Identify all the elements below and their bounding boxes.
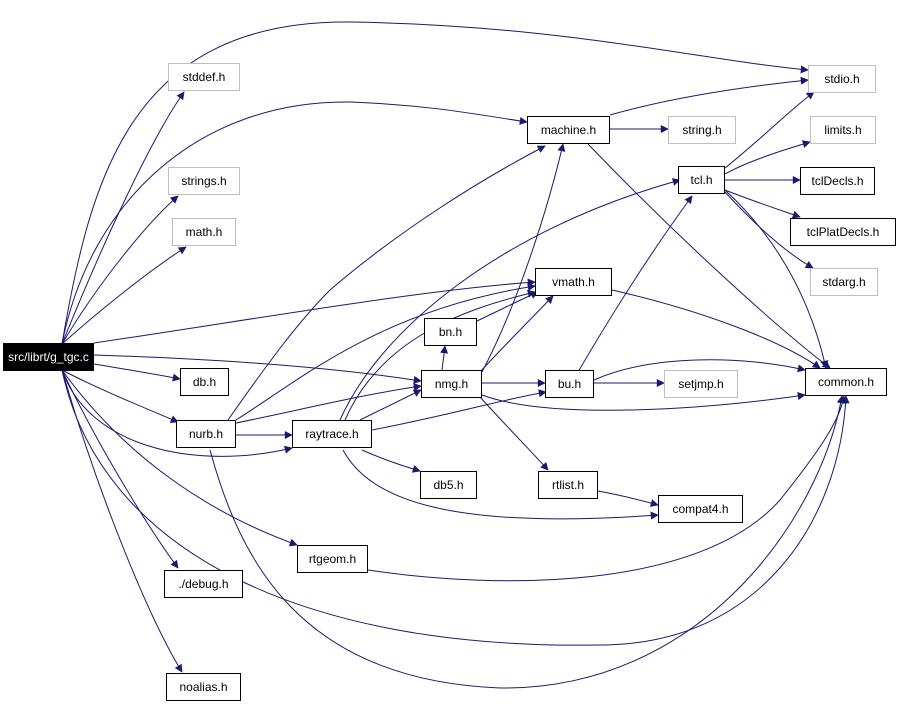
- edge-nurb-machine: [227, 145, 546, 421]
- edge-raytrace-db5: [361, 449, 421, 473]
- edge-root-nurb: [61, 369, 179, 423]
- node-tclPlatDecls[interactable]: tclPlatDecls.h: [790, 218, 896, 246]
- node-rtlist[interactable]: rtlist.h: [538, 471, 598, 499]
- edge-root-rtgeom: [61, 369, 298, 547]
- edge-root-strings: [61, 195, 179, 345]
- edge-bu-common: [593, 359, 806, 381]
- edge-tcl-tclPlatDecls: [724, 189, 801, 219]
- edge-raytrace-compat4: [342, 449, 659, 520]
- edge-nmg-machine: [481, 143, 566, 373]
- edge-nurb-nmg: [235, 383, 422, 424]
- edge-vmath-common: [611, 289, 821, 369]
- node-strings: strings.h: [168, 167, 240, 195]
- node-bn[interactable]: bn.h: [424, 318, 477, 346]
- node-stdio: stdio.h: [808, 65, 876, 93]
- edge-nmg-rtlist: [479, 396, 549, 471]
- edge-tcl-common: [724, 189, 829, 369]
- node-debug[interactable]: ./debug.h: [164, 570, 243, 598]
- edge-tcl-limits: [724, 140, 811, 175]
- edge-machine-common: [587, 143, 831, 369]
- node-setjmp: setjmp.h: [664, 370, 738, 398]
- edge-root-nmg: [93, 354, 422, 384]
- edge-nmg-vmath: [479, 295, 554, 373]
- edge-nurb-common: [209, 395, 845, 689]
- edge-root-math: [61, 246, 187, 345]
- edge-raytrace-vmath: [344, 289, 536, 421]
- node-stddef: stddef.h: [168, 63, 240, 91]
- node-db5[interactable]: db5.h: [420, 471, 477, 499]
- edge-root-db: [93, 363, 181, 382]
- edge-root-noalias: [61, 369, 183, 673]
- node-string: string.h: [668, 116, 736, 144]
- edge-tcl-stdarg: [724, 191, 814, 269]
- edge-raytrace-nmg: [359, 389, 422, 421]
- edge-nmg-bn: [440, 345, 449, 371]
- node-machine[interactable]: machine.h: [527, 116, 610, 144]
- edge-bu-tcl: [577, 195, 693, 373]
- node-stdarg: stdarg.h: [810, 268, 878, 296]
- edge-nurb-vmath: [235, 283, 536, 421]
- node-nurb[interactable]: nurb.h: [176, 420, 236, 448]
- node-rtgeom[interactable]: rtgeom.h: [297, 545, 368, 573]
- edge-rtlist-compat4: [597, 490, 659, 507]
- edge-rtgeom-common: [367, 395, 847, 582]
- edge-root-vmath: [93, 278, 536, 344]
- node-compat4[interactable]: compat4.h: [658, 495, 743, 523]
- node-limits: limits.h: [810, 116, 876, 144]
- edge-root-common: [61, 369, 850, 646]
- edge-raytrace-tcl: [339, 178, 681, 421]
- edge-root-raytrace: [61, 369, 293, 457]
- edge-root-stddef: [61, 91, 185, 345]
- node-tcl[interactable]: tcl.h: [678, 166, 725, 194]
- node-raytrace[interactable]: raytrace.h: [292, 420, 372, 448]
- node-nmg[interactable]: nmg.h: [421, 370, 482, 398]
- edge-tcl-stdio: [724, 91, 815, 169]
- node-common[interactable]: common.h: [805, 368, 887, 396]
- node-bu[interactable]: bu.h: [545, 370, 594, 398]
- node-db[interactable]: db.h: [180, 368, 229, 396]
- edge-root-debug: [61, 369, 179, 569]
- node-vmath[interactable]: vmath.h: [535, 268, 612, 296]
- edge-raytrace-bu: [371, 389, 547, 431]
- node-root[interactable]: src/librt/g_tgc.c: [3, 343, 94, 371]
- node-tclDecls[interactable]: tclDecls.h: [800, 167, 875, 195]
- edge-nmg-common: [481, 392, 806, 411]
- node-math: math.h: [172, 218, 236, 246]
- edge-root-stdio: [61, 21, 809, 345]
- edge-root-machine: [61, 101, 528, 345]
- node-noalias[interactable]: noalias.h: [166, 673, 241, 701]
- edges: [61, 21, 850, 689]
- edge-machine-stdio: [609, 76, 809, 116]
